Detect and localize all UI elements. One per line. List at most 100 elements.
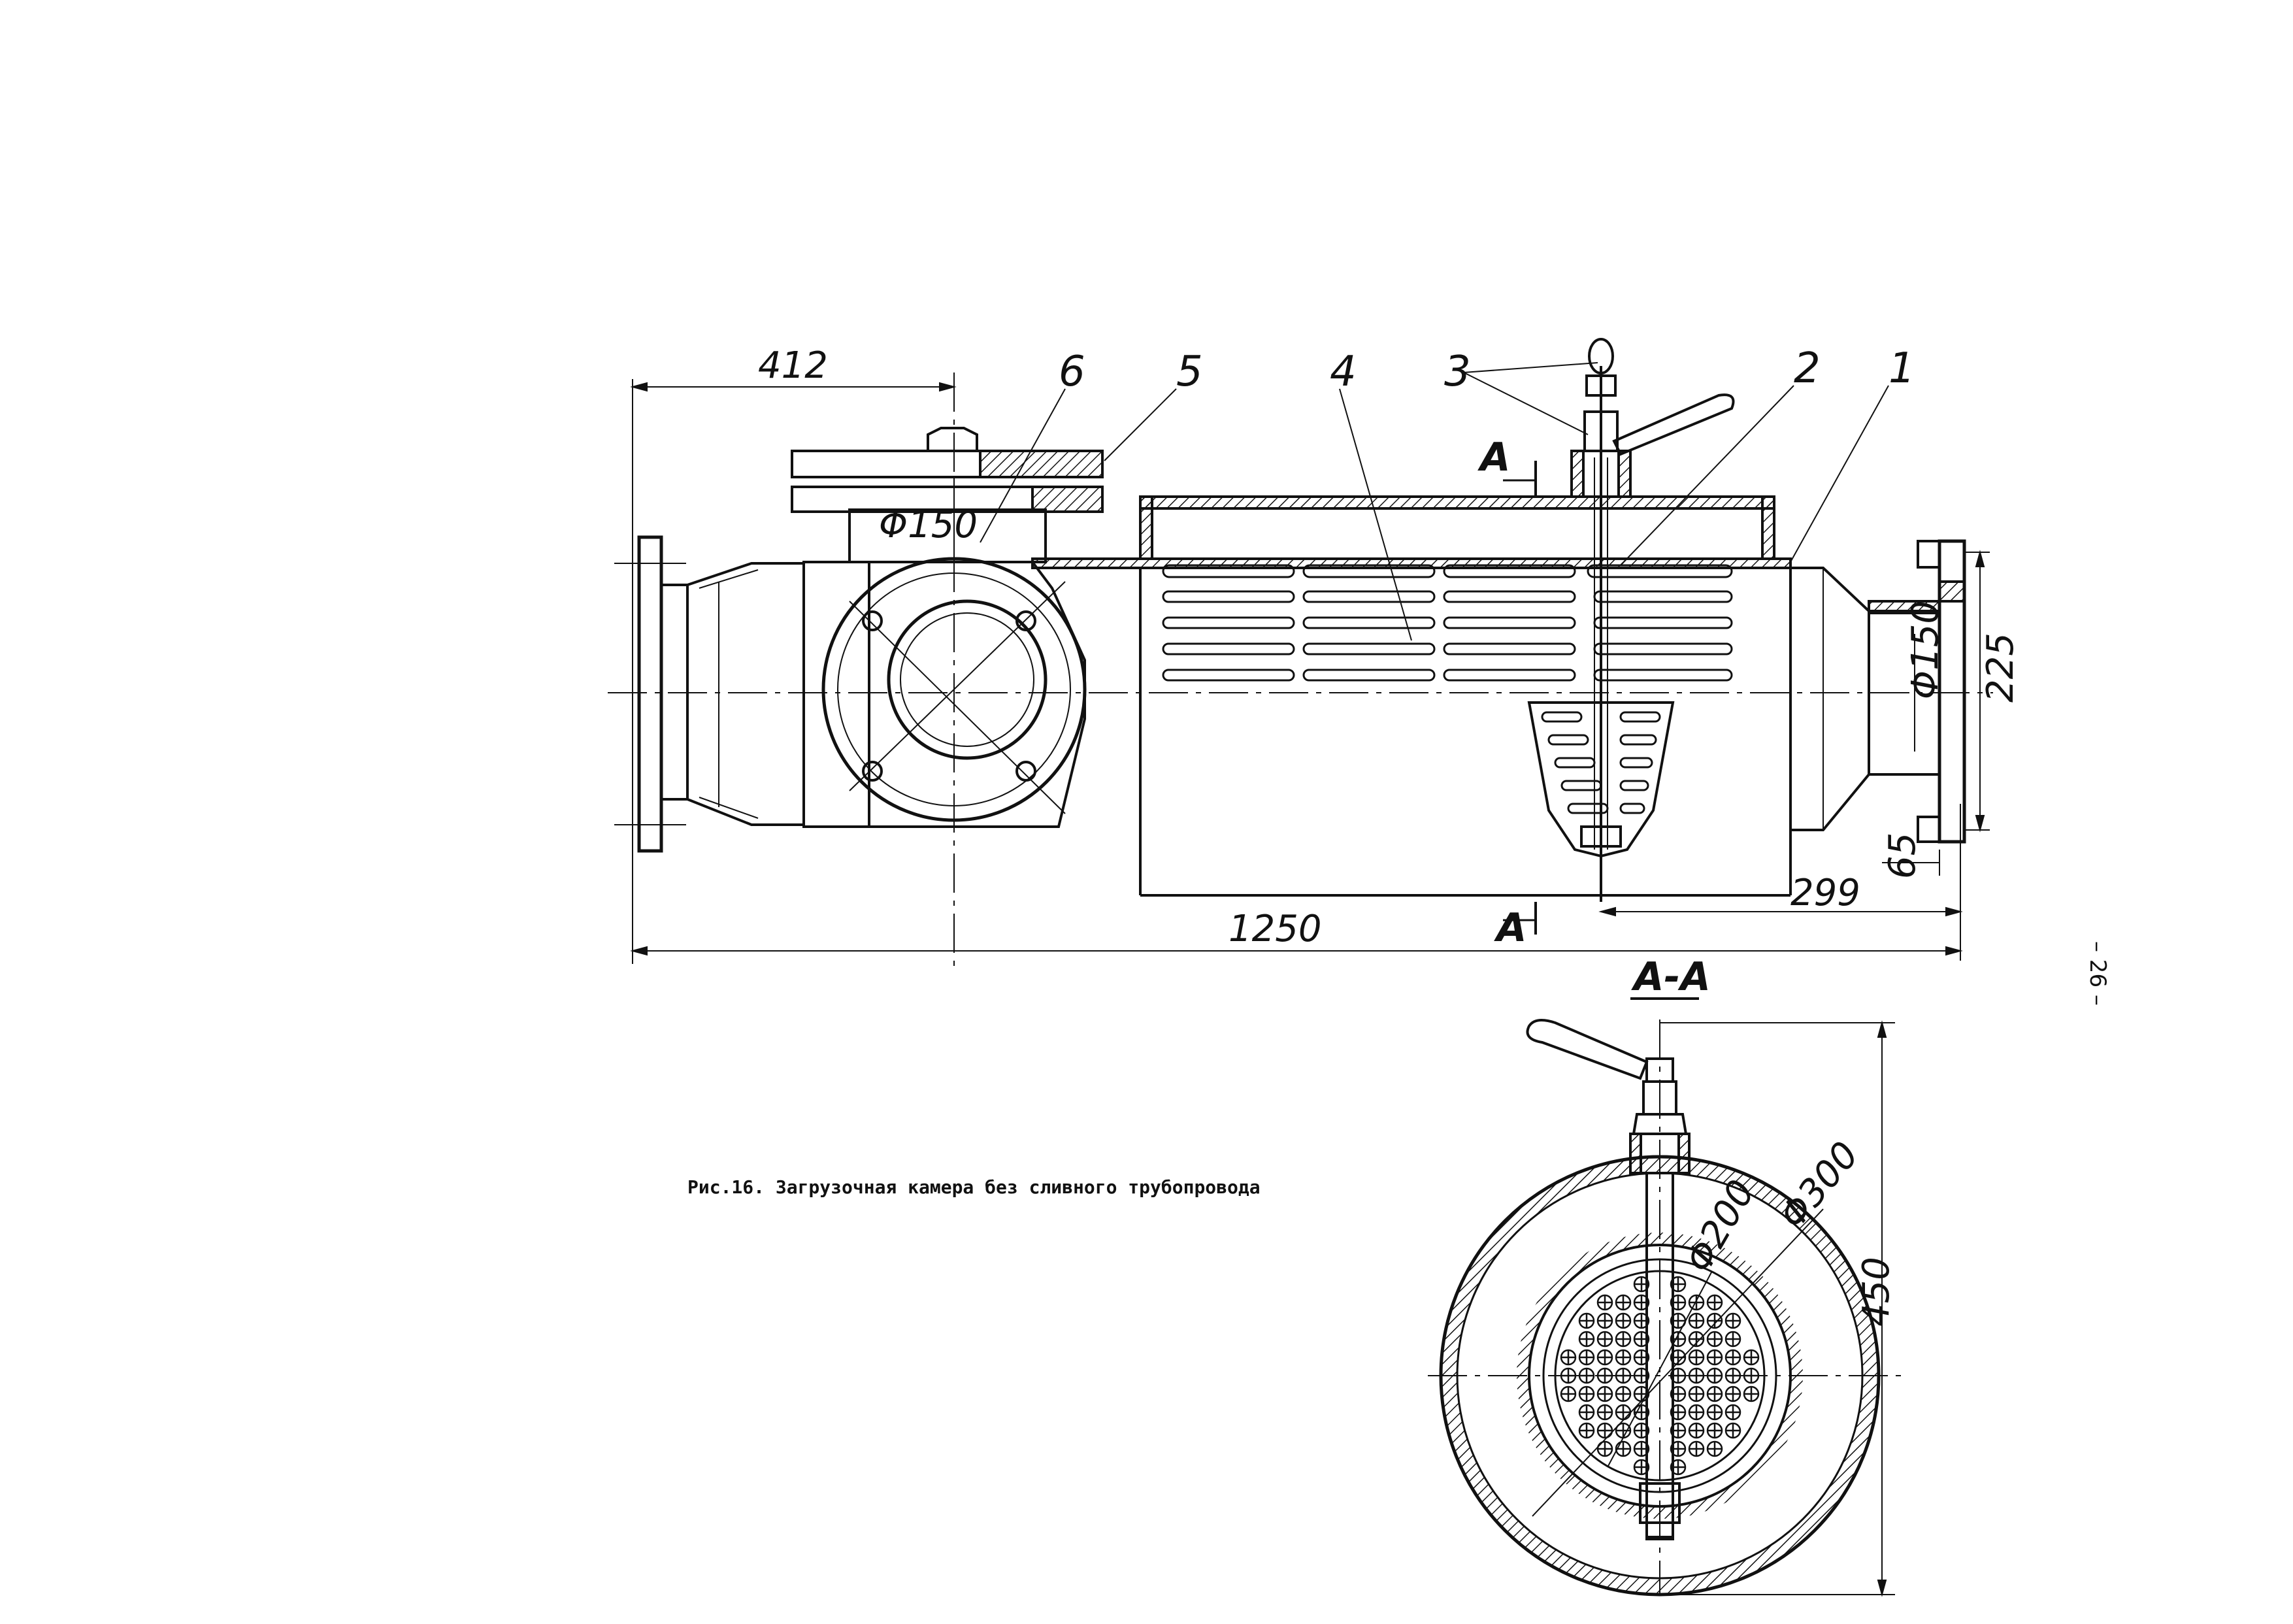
- part-label-1: 1: [1889, 344, 1915, 393]
- section-dimensions: [1660, 1020, 1895, 1597]
- inlet-flange-inner: [837, 572, 1071, 806]
- tube-cell: [1596, 1440, 1613, 1457]
- dim-412: 412: [758, 344, 828, 387]
- tube-cell: [1706, 1349, 1723, 1366]
- tube-cell: [1706, 1422, 1723, 1439]
- tube-cell: [1560, 1349, 1577, 1366]
- figure-caption: Рис.16. Загрузочная камера без сливного …: [687, 1176, 1261, 1198]
- part-label-3: 3: [1444, 348, 1471, 396]
- dim-phi300: Φ300: [1772, 1134, 1868, 1236]
- tube-cell: [1578, 1312, 1595, 1329]
- dim-65: 65: [1881, 833, 1924, 879]
- tube-cell: [1688, 1294, 1705, 1311]
- tube-cell: [1706, 1331, 1723, 1348]
- inner-drum: [1528, 1244, 1792, 1508]
- part-label-5: 5: [1176, 348, 1203, 396]
- basket-slot: [1619, 734, 1657, 746]
- filter-slot: [1302, 669, 1436, 682]
- dim-1250: 1250: [1229, 908, 1322, 950]
- filter-slot: [1162, 590, 1295, 603]
- tube-cell: [1706, 1312, 1723, 1329]
- section-title: A-A: [1631, 954, 1711, 1000]
- basket-slot: [1619, 780, 1649, 791]
- dim-phi150-right: Φ150: [1904, 601, 1947, 699]
- tube-cell: [1596, 1349, 1613, 1366]
- filter-elements: [1162, 564, 1733, 578]
- part-label-4: 4: [1330, 348, 1357, 396]
- tube-cell: [1743, 1367, 1760, 1384]
- tube-grid: [1560, 1276, 1760, 1476]
- tube-cell: [1578, 1367, 1595, 1384]
- tube-cell: [1706, 1367, 1723, 1384]
- tube-cell: [1578, 1349, 1595, 1366]
- tube-cell: [1724, 1349, 1741, 1366]
- tube-cell: [1578, 1404, 1595, 1421]
- tube-cell: [1688, 1331, 1705, 1348]
- left-flange: [637, 535, 663, 853]
- basket-slot: [1554, 757, 1596, 769]
- filter-slot: [1302, 590, 1436, 603]
- nut: [1583, 410, 1619, 452]
- tube-cell: [1670, 1404, 1687, 1421]
- bolt-hole: [1015, 610, 1036, 631]
- tube-cell: [1688, 1349, 1705, 1366]
- filter-slot: [1593, 669, 1733, 682]
- filter-slot: [1593, 642, 1733, 655]
- filter-slot: [1443, 669, 1576, 682]
- tube-cell: [1596, 1422, 1613, 1439]
- tube-cell: [1560, 1385, 1577, 1402]
- tube-cell: [1615, 1440, 1632, 1457]
- filter-slot: [1593, 616, 1733, 629]
- part-label-2: 2: [1794, 344, 1821, 393]
- dim-299: 299: [1790, 872, 1860, 914]
- tube-cell: [1615, 1404, 1632, 1421]
- side-dimensions: [630, 362, 1990, 964]
- tube-cell: [1724, 1422, 1741, 1439]
- tube-cell: [1724, 1367, 1741, 1384]
- tube-cell: [1615, 1331, 1632, 1348]
- part-label-6: 6: [1059, 348, 1085, 396]
- basket-slot: [1619, 757, 1653, 769]
- section-mark-top: A: [1477, 435, 1510, 480]
- tube-cell: [1615, 1385, 1632, 1402]
- tube-cell: [1688, 1312, 1705, 1329]
- tube-cell: [1743, 1349, 1760, 1366]
- filter-slot: [1443, 590, 1576, 603]
- filter-slots: [1162, 590, 1733, 682]
- tube-cell: [1706, 1404, 1723, 1421]
- tube-cell: [1578, 1385, 1595, 1402]
- right-flange: [1938, 539, 1966, 844]
- tube-cell: [1615, 1367, 1632, 1384]
- inlet-pipe-inner: [900, 612, 1034, 747]
- tube-cell: [1596, 1367, 1613, 1384]
- tube-cell: [1688, 1367, 1705, 1384]
- tube-cell: [1596, 1385, 1613, 1402]
- tube-cell: [1688, 1385, 1705, 1402]
- tube-cell: [1724, 1331, 1741, 1348]
- section-handle: [1526, 1019, 1649, 1080]
- tube-cell: [1596, 1404, 1613, 1421]
- bolt-hole: [1015, 761, 1036, 782]
- filter-slot: [1162, 669, 1295, 682]
- dim-450: 450: [1855, 1257, 1898, 1327]
- inlet-neck: [848, 508, 1047, 563]
- dim-phi150-top: Φ150: [879, 504, 978, 546]
- tube-cell: [1615, 1349, 1632, 1366]
- handle: [1612, 393, 1735, 456]
- dim-phi200: Φ200: [1677, 1173, 1764, 1280]
- page-number: – 26 –: [2085, 941, 2111, 1006]
- basket-slot: [1541, 711, 1583, 723]
- tube-cell: [1724, 1385, 1741, 1402]
- tube-cell: [1560, 1367, 1577, 1384]
- basket-slot: [1619, 711, 1661, 723]
- tube-cell: [1596, 1294, 1613, 1311]
- filter-slot: [1443, 642, 1576, 655]
- side-view: [608, 338, 1993, 967]
- inlet-pipe-outer: [887, 599, 1048, 760]
- tube-cell: [1743, 1385, 1760, 1402]
- tube-cell: [1724, 1312, 1741, 1329]
- tube-cell: [1706, 1294, 1723, 1311]
- basket-slot: [1619, 803, 1645, 814]
- bolt-hole: [862, 761, 883, 782]
